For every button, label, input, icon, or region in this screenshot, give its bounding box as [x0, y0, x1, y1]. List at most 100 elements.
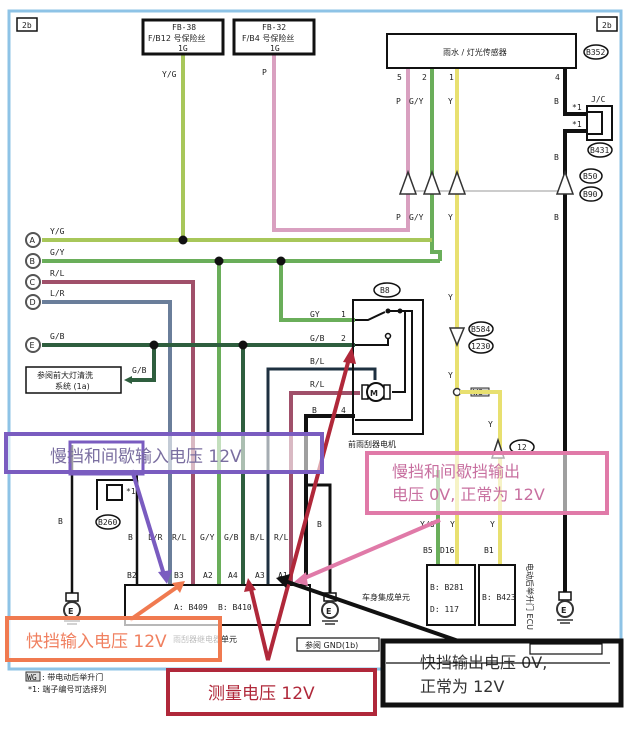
- washer-wire-label: G/B: [132, 366, 147, 375]
- motor-pin-num: 4: [341, 406, 346, 415]
- body-unit-label: 车身集成单元: [362, 592, 410, 602]
- wire-label: Y: [490, 520, 495, 529]
- legend: WG : 带电动后举升门 *1: 端子编号可选择列: [25, 671, 106, 694]
- fuse-circuit: 1G: [178, 44, 188, 53]
- sensor-wire-label: P: [396, 97, 401, 106]
- legend-text: : 带电动后举升门: [42, 672, 103, 682]
- ground-symbol-right: E: [556, 591, 574, 624]
- relay-label: *1: [126, 487, 136, 496]
- wire-label: L/R: [148, 533, 163, 542]
- wiper-unit-pin: A1: [278, 571, 288, 580]
- wire-label-yg-fuse: Y/G: [162, 70, 177, 79]
- bus-markers: A Y/G B G/Y C R/L D L/R E G/B: [25, 227, 65, 353]
- connector-b90: B90: [583, 190, 598, 199]
- wiper-unit-pin: B3: [174, 571, 184, 580]
- callout-slow-output: 慢挡和间歇挡输出 电压 0V, 正常为 12V: [365, 451, 609, 515]
- rear-gate-ecu-label: 电动后举升门 ECU: [525, 563, 535, 630]
- fuse-name: F/B12 号保险丝: [148, 33, 206, 43]
- wire-label: B: [128, 533, 133, 542]
- arrow-slow-output-head: [294, 572, 308, 586]
- wiper-unit-pin: A4: [228, 571, 238, 580]
- bus-d-wire: [42, 300, 172, 585]
- sensor-wire-label: B: [554, 97, 559, 106]
- motor-symbol: M: [370, 389, 378, 398]
- callout-text: 快挡输入电压 12V: [26, 632, 167, 652]
- wire-label: Y: [448, 293, 453, 302]
- junction-dot: [214, 256, 224, 266]
- arrow-slow-input: [130, 469, 167, 579]
- wiper-unit-pin: A3: [255, 571, 265, 580]
- bus-wire-label: Y/G: [50, 227, 65, 236]
- wire-label-p-fuse: P: [262, 68, 267, 77]
- callout-slow-input: 慢挡和间歇输入电压 12V: [4, 432, 324, 476]
- wire-label: B: [554, 153, 559, 162]
- joint-connector: J/C *1 *1 B431 B: [554, 95, 613, 162]
- arrow-fast-input: [128, 583, 182, 622]
- motor-pin-wire: GY: [310, 310, 320, 319]
- bus-wire-label: G/Y: [50, 248, 65, 257]
- ground-letter: E: [561, 606, 566, 615]
- fuse-name: F/B4 号保险丝: [242, 33, 294, 43]
- sensor-pin: 1: [449, 73, 454, 82]
- motor-pin-wire: B/L: [310, 357, 325, 366]
- bus-marker-d: D L/R: [25, 289, 65, 310]
- arrow-fast-input-head: [172, 581, 185, 593]
- relay-connector: B260: [98, 518, 117, 527]
- wire-label: B: [58, 517, 63, 526]
- wire-label: B/L: [250, 533, 265, 542]
- arrow-measure-head-left: [244, 578, 256, 592]
- body-unit-pin: B5: [423, 546, 433, 555]
- front-wiper-motor: B8 M 前雨刮器电机 1 GY 2 G/B B/L R/L 4 B: [310, 282, 424, 449]
- junction-dot: [178, 235, 188, 245]
- bus-wire-label: L/R: [50, 289, 65, 298]
- wire-gy-link: [430, 245, 442, 261]
- connector-label: B584: [471, 325, 490, 334]
- ground-symbol-mid: E 参阅 GND(1b): [296, 592, 380, 652]
- junction-dot: [149, 340, 159, 350]
- bus-letter: C: [30, 278, 36, 287]
- bus-marker-e: E G/B: [25, 332, 65, 353]
- wiper-unit-pin: B2: [127, 571, 137, 580]
- callout-measure: 测量电压 12V: [166, 668, 377, 716]
- wire-label: R/L: [172, 533, 187, 542]
- motor-label: 前雨刮器电机: [348, 439, 396, 449]
- bus-letter: A: [30, 236, 36, 245]
- wire-label: Y: [450, 520, 455, 529]
- sensor-pin: 4: [555, 73, 560, 82]
- lower-wire-label: G/Y: [409, 213, 424, 222]
- arrow-fast-output-head: [276, 574, 290, 588]
- fuse-id: FB-38: [172, 23, 196, 32]
- fuse-circuit: 1G: [270, 44, 280, 53]
- callout-text: 正常为 12V: [420, 677, 504, 696]
- fuse-box-fb38: FB-38 F/B12 号保险丝 1G: [141, 18, 225, 56]
- body-unit-pin: D16: [440, 546, 455, 555]
- wire-label: G/B: [224, 533, 239, 542]
- arrow-slow-input-head: [158, 570, 172, 584]
- wiper-unit-pin: A2: [203, 571, 213, 580]
- arrow-fast-output: [281, 578, 471, 647]
- page-ref-left-box: [16, 17, 38, 32]
- fuse-id: FB-32: [262, 23, 286, 32]
- motor-pin-wire: G/B: [310, 334, 325, 343]
- ground-letter: E: [326, 607, 331, 616]
- wire-b-sensor: [563, 68, 590, 116]
- callout-text: 电压 0V, 正常为 12V: [392, 485, 545, 504]
- jc-pin: *1: [572, 120, 582, 129]
- sensor-pin: 5: [397, 73, 402, 82]
- junction-dot: [276, 256, 286, 266]
- rain-light-sensor: 雨水 / 灯光传感器 B352 5 2 1 4 P G/Y Y B: [386, 33, 609, 106]
- jc-connector: B431: [590, 146, 609, 155]
- motor-pin-num: 2: [341, 334, 346, 343]
- lower-wire-label: B: [554, 213, 559, 222]
- sensor-connector: B352: [586, 48, 605, 57]
- bus-wire-label: G/B: [50, 332, 65, 341]
- wire-label: R/L: [274, 533, 289, 542]
- bus-c-wire: [42, 280, 195, 585]
- bus-marker-b: B G/Y: [25, 248, 65, 269]
- body-unit-connector: B: B423: [482, 593, 516, 602]
- callout-text: 慢挡和间歇挡输出: [392, 462, 520, 481]
- motor-pin-num: 1: [341, 310, 346, 319]
- body-unit-pin: B1: [484, 546, 494, 555]
- page-ref-right-box: [596, 16, 618, 32]
- sensor-wire-label: Y: [448, 97, 453, 106]
